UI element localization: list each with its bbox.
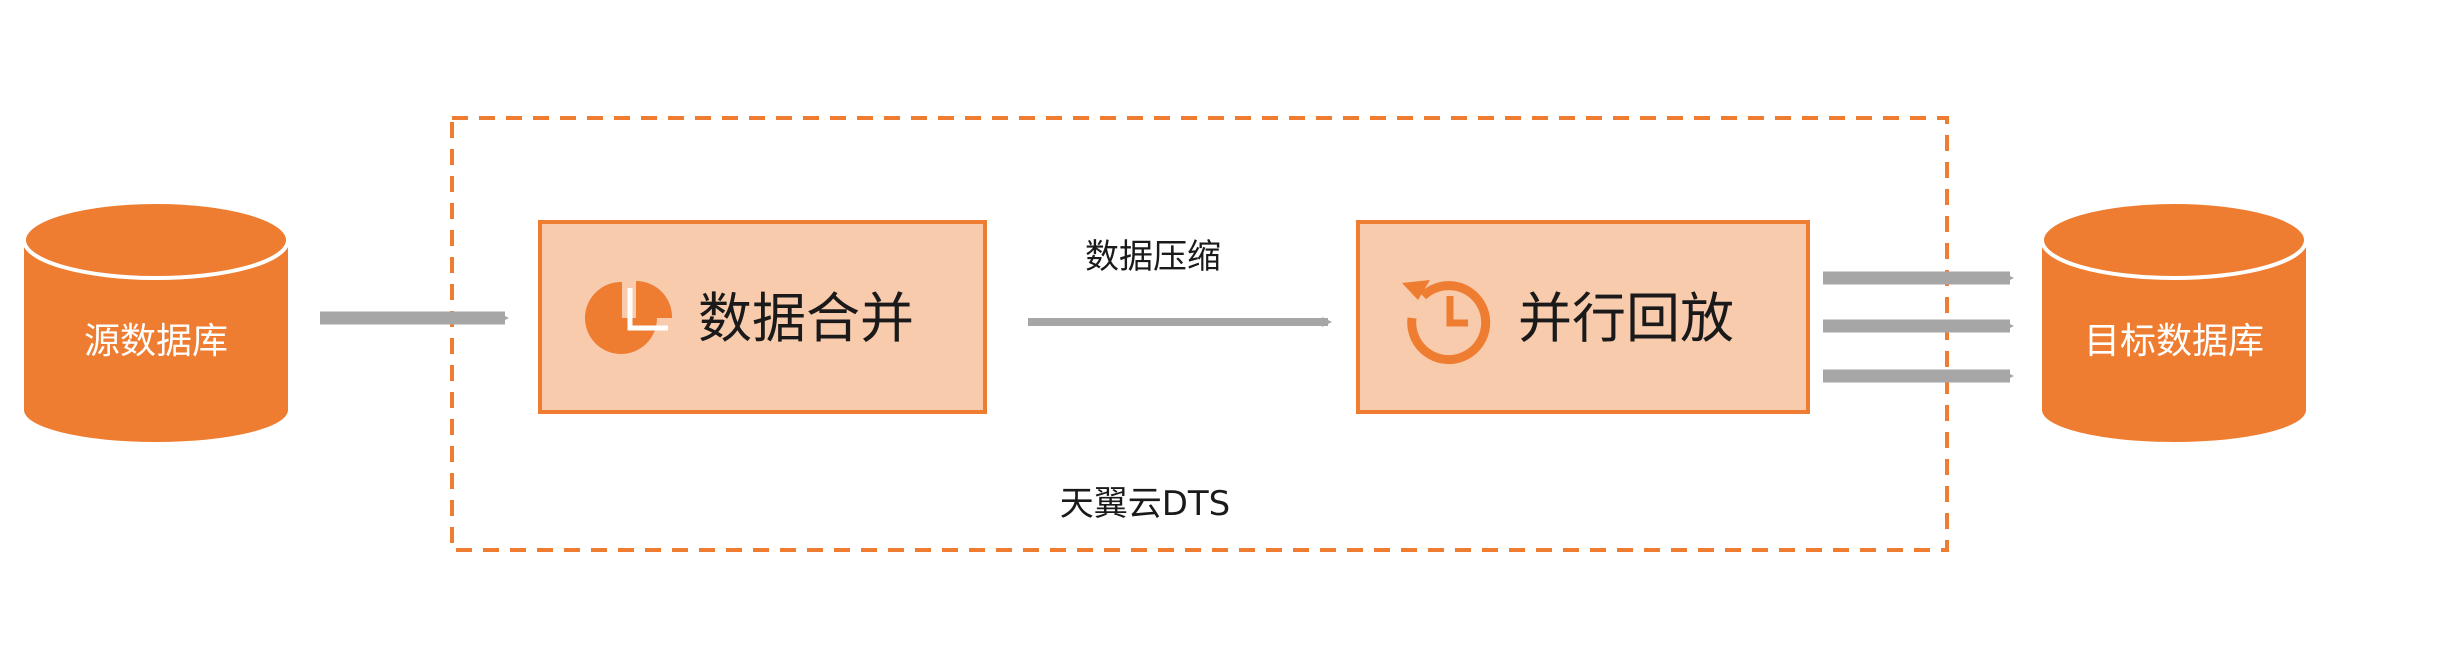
- step-replay-box: [1356, 220, 1810, 414]
- step-merge-label: 数据合并: [698, 287, 914, 350]
- target-db-label: 目标数据库: [2084, 321, 2264, 362]
- dts-group-label: 天翼云DTS: [1060, 484, 1231, 524]
- source-db-label: 源数据库: [84, 321, 228, 362]
- pie-chart-icon: [584, 281, 673, 354]
- clock-history-icon: [1402, 280, 1491, 365]
- edge-compress-label: 数据压缩: [1085, 237, 1221, 277]
- step-replay-label: 并行回放: [1518, 287, 1734, 350]
- source-database: 源数据库: [22, 200, 290, 442]
- target-db-top: [2040, 200, 2308, 280]
- target-database: 目标数据库: [2040, 200, 2308, 442]
- step-merge: 数据合并: [538, 220, 987, 414]
- source-db-body: [24, 240, 288, 442]
- dts-group: 天翼云DTS: [450, 116, 1949, 552]
- step-replay: 并行回放: [1356, 220, 1810, 414]
- target-db-body: [2042, 240, 2306, 442]
- dts-group-border: [450, 116, 1949, 552]
- edge-compress: 数据压缩: [1028, 237, 1332, 327]
- source-db-top: [22, 200, 290, 280]
- arrows-replay-to-target: [1823, 271, 2014, 383]
